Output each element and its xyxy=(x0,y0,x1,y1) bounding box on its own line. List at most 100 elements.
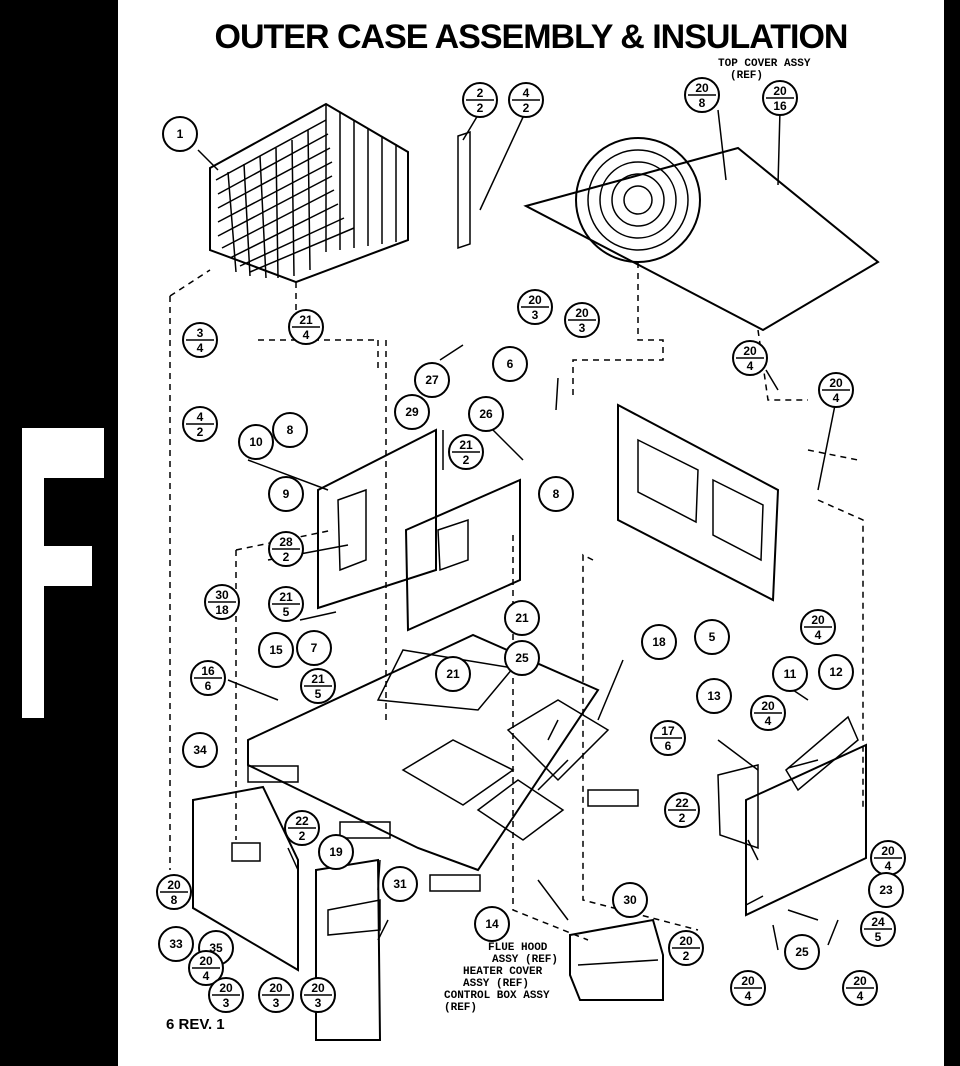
callout-top-number: 4 xyxy=(523,86,530,100)
callout-top-number: 21 xyxy=(279,590,293,604)
callout-bottom-number: 5 xyxy=(315,687,322,701)
callout-8: 8 xyxy=(538,476,574,512)
callout-20-8: 208 xyxy=(156,874,192,910)
callout-20-4: 204 xyxy=(732,340,768,376)
callout-2-2: 22 xyxy=(462,82,498,118)
top-cover-panel xyxy=(523,137,880,332)
callout-bottom-number: 2 xyxy=(679,811,686,825)
callout-number: 25 xyxy=(515,651,529,665)
heater-cover-ref-label: HEATER COVER xyxy=(463,966,543,978)
callout-bottom-number: 2 xyxy=(523,101,530,115)
callout-top-number: 2 xyxy=(477,86,484,100)
right-edge-margin xyxy=(944,0,960,1066)
callout-19: 19 xyxy=(318,834,354,870)
callout-top-number: 20 xyxy=(219,981,233,995)
callout-27: 27 xyxy=(414,362,450,398)
callout-21: 21 xyxy=(504,600,540,636)
callout-20-4: 204 xyxy=(188,950,224,986)
callout-top-number: 22 xyxy=(675,796,689,810)
callout-20-4: 204 xyxy=(842,970,878,1006)
svg-text:(REF): (REF) xyxy=(730,70,763,82)
callout-21-4: 214 xyxy=(288,309,324,345)
callout-top-number: 20 xyxy=(811,613,825,627)
callout-number: 14 xyxy=(485,917,499,931)
callout-bottom-number: 2 xyxy=(299,829,306,843)
callout-top-number: 20 xyxy=(741,974,755,988)
partition-panels xyxy=(317,428,521,632)
callout-bottom-number: 2 xyxy=(477,101,484,115)
callout-number: 15 xyxy=(269,643,283,657)
callout-top-number: 20 xyxy=(311,981,325,995)
callout-bottom-number: 3 xyxy=(315,996,322,1010)
callout-top-number: 4 xyxy=(197,410,204,424)
callout-number: 10 xyxy=(249,435,263,449)
svg-text:(REF): (REF) xyxy=(444,1002,477,1014)
callout-29: 29 xyxy=(394,394,430,430)
callout-4-2: 42 xyxy=(182,406,218,442)
callout-bottom-number: 3 xyxy=(223,996,230,1010)
diagram-page: OUTER CASE ASSEMBLY & INSULATION xyxy=(118,0,944,1066)
callout-25: 25 xyxy=(784,934,820,970)
callout-1: 1 xyxy=(162,116,198,152)
front-panel xyxy=(315,858,382,1041)
callout-bottom-number: 16 xyxy=(773,99,787,113)
callout-20-3: 203 xyxy=(300,977,336,1013)
callout-top-number: 20 xyxy=(829,376,843,390)
svg-text:ASSY (REF): ASSY (REF) xyxy=(492,954,558,966)
callout-number: 1 xyxy=(177,127,184,141)
callout-number: 9 xyxy=(283,487,290,501)
exploded-view-drawing: TOP COVER ASSY (REF) FLUE HOOD ASSY (REF… xyxy=(156,58,906,1041)
callout-26: 26 xyxy=(468,396,504,432)
base-pan xyxy=(247,633,639,892)
callout-top-number: 21 xyxy=(459,438,473,452)
control-box xyxy=(569,918,664,1001)
callout-number: 29 xyxy=(405,405,419,419)
callout-bottom-number: 4 xyxy=(885,859,892,873)
callout-bottom-number: 4 xyxy=(203,969,210,983)
callout-30: 30 xyxy=(612,882,648,918)
flue-hood-ref-label: FLUE HOOD xyxy=(488,942,548,954)
callout-number: 8 xyxy=(287,423,294,437)
left-binding-margin xyxy=(0,0,118,1066)
callout-top-number: 20 xyxy=(881,844,895,858)
callout-top-number: 16 xyxy=(201,664,215,678)
callout-20-3: 203 xyxy=(517,289,553,325)
callout-9: 9 xyxy=(268,476,304,512)
callout-number: 26 xyxy=(479,407,493,421)
callout-bottom-number: 2 xyxy=(197,425,204,439)
callout-bottom-number: 3 xyxy=(579,321,586,335)
callout-number: 21 xyxy=(446,667,460,681)
control-box-ref-label: CONTROL BOX ASSY xyxy=(444,990,550,1002)
callout-top-number: 20 xyxy=(269,981,283,995)
callout-bottom-number: 8 xyxy=(699,96,706,110)
callout-21: 21 xyxy=(435,656,471,692)
callout-bottom-number: 2 xyxy=(463,453,470,467)
callout-number: 12 xyxy=(829,665,843,679)
callout-number: 30 xyxy=(623,893,637,907)
callout-20-4: 204 xyxy=(818,372,854,408)
callout-28-2: 282 xyxy=(268,531,304,567)
reference-labels: TOP COVER ASSY (REF) FLUE HOOD ASSY (REF… xyxy=(444,58,811,1014)
callout-20-4: 204 xyxy=(730,970,766,1006)
callout-number: 23 xyxy=(879,883,893,897)
corner-post-strip xyxy=(457,130,471,250)
callout-20-4: 204 xyxy=(800,609,836,645)
callout-top-number: 3 xyxy=(197,326,204,340)
callout-24-5: 245 xyxy=(860,911,896,947)
callout-21-5: 215 xyxy=(300,668,336,704)
callout-bottom-number: 4 xyxy=(197,341,204,355)
callout-14: 14 xyxy=(474,906,510,942)
callout-top-number: 21 xyxy=(311,672,325,686)
callout-20-8: 208 xyxy=(684,77,720,113)
callout-bottom-number: 5 xyxy=(283,605,290,619)
callout-bottom-number: 4 xyxy=(833,391,840,405)
callout-bottom-number: 4 xyxy=(765,714,772,728)
callout-top-number: 20 xyxy=(167,878,181,892)
callout-21-5: 215 xyxy=(268,586,304,622)
callout-17-6: 176 xyxy=(650,720,686,756)
callout-number: 13 xyxy=(707,689,721,703)
right-side-panel xyxy=(717,715,867,917)
callout-20-4: 204 xyxy=(870,840,906,876)
callout-11: 11 xyxy=(772,656,808,692)
